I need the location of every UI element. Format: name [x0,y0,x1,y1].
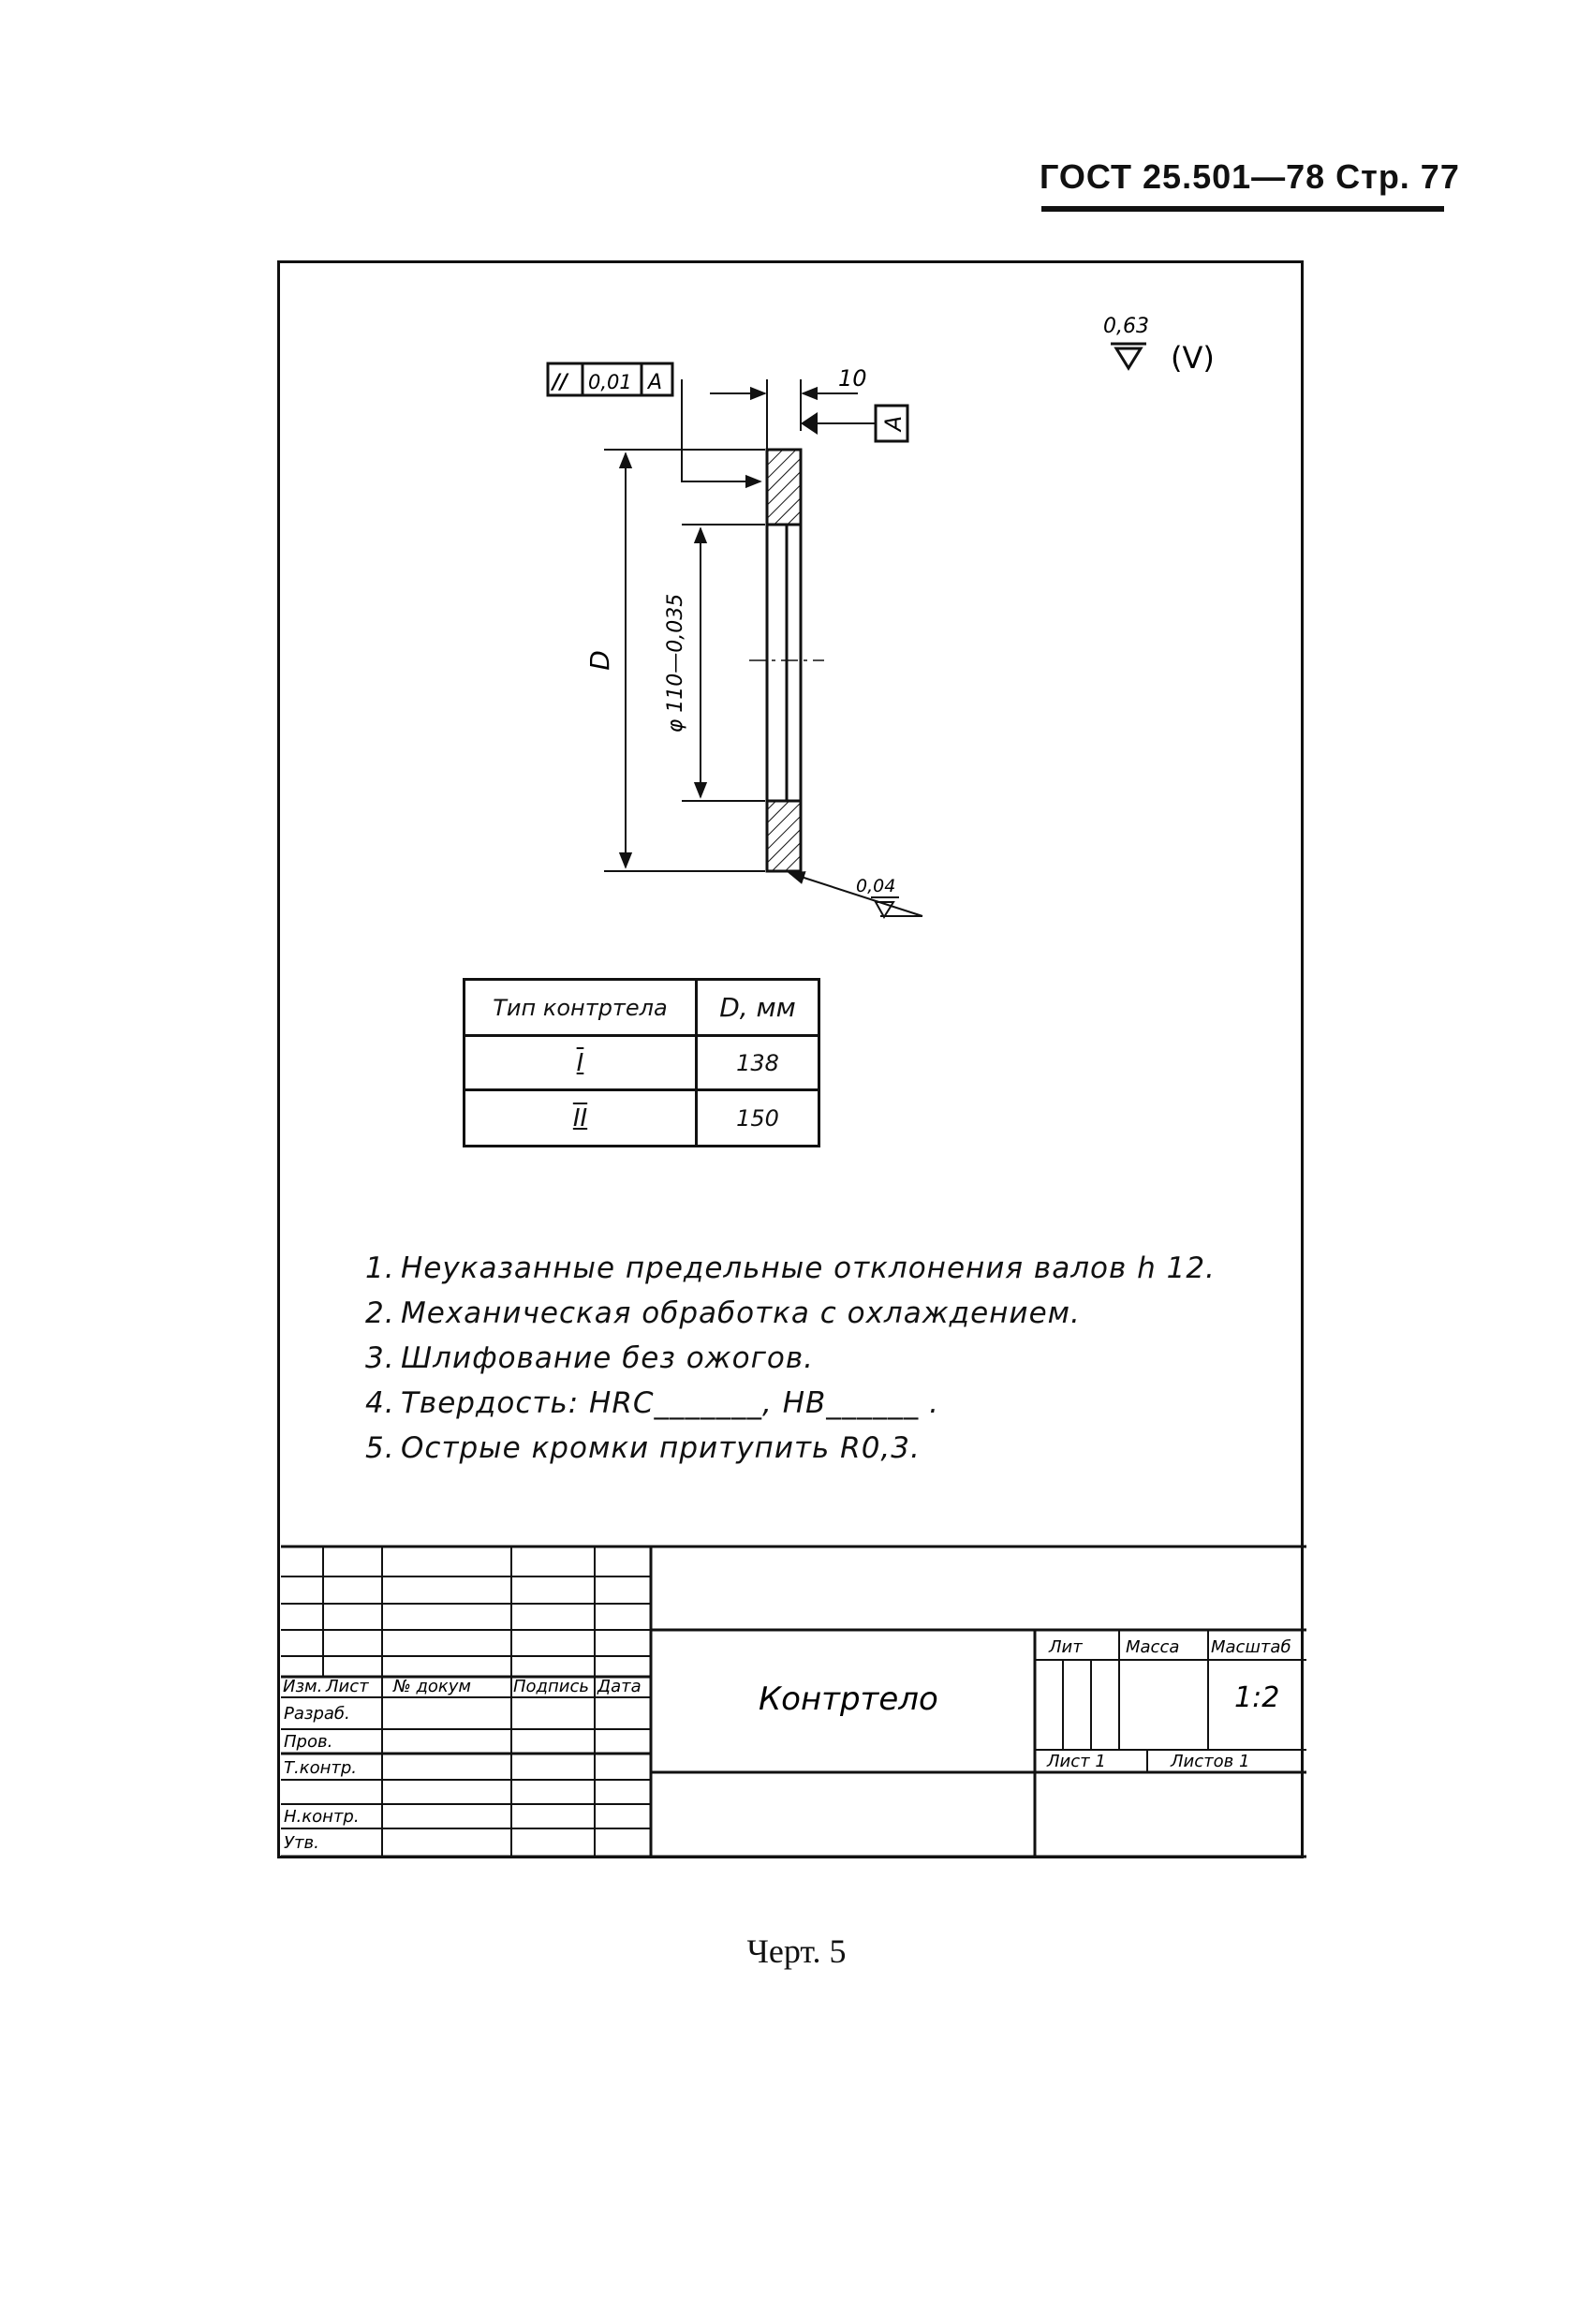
title-block-lines [281,1545,1306,1858]
type-table-row2-type: II [463,1088,698,1147]
note-3: 3.Шлифование без ожогов. [365,1341,814,1375]
figure-caption: Черт. 5 [746,1932,847,1970]
outer-diameter-label: D [584,650,615,671]
type-table-header-d: D, мм [695,978,820,1037]
tb-role-utv: Утв. [284,1833,319,1853]
inner-diameter-dimension: φ 110—0,035 [664,524,765,802]
inner-diameter-label: φ 110—0,035 [664,594,687,733]
tb-sheet: Лист 1 [1046,1752,1106,1771]
tb-role-prov: Пров. [284,1732,332,1752]
title-block-text: Изм. Лист № докум Подпись Дата Разраб. П… [283,1637,1291,1853]
roughness-symbol: 0,63 (V) [1103,315,1215,376]
tb-mass-label: Масса [1126,1637,1179,1657]
note-4: 4.Твердость: HRC_______, HB______ . [365,1386,940,1420]
parallelism-symbol: // [550,371,569,394]
edge-roughness-value: 0,04 [856,876,895,896]
technical-notes: 1.Неуказанные предельные отклонения вало… [365,1246,1216,1471]
datum-letter: A [880,416,907,433]
note-2: 2.Механическая обработка с охлаждением. [365,1296,1081,1330]
tb-role-nkontr: Н.контр. [284,1807,360,1827]
tb-sheets: Листов 1 [1170,1752,1249,1771]
note-5: 5.Острые кромки притупить R0,3. [365,1431,921,1465]
tb-col-list: Лист [325,1677,369,1696]
thickness-value: 10 [838,365,867,392]
type-table-row2-d: 150 [695,1088,820,1147]
type-table-row1-type: I [463,1034,698,1091]
tb-col-sign: Подпись [513,1677,589,1696]
note-1: 1.Неуказанные предельные отклонения вало… [365,1251,1216,1285]
type-table: Тип контртела D, мм I 138 II 150 [463,978,820,1147]
tb-role-tkontr: Т.контр. [284,1758,357,1778]
roughness-value: 0,63 [1103,315,1149,338]
part-name: Контртело [759,1680,938,1718]
roughness-mark: (V) [1171,340,1215,376]
tb-role-razrab: Разраб. [284,1704,350,1724]
type-table-header-type: Тип контртела [463,978,698,1037]
tolerance-frame: // 0,01 A [546,362,762,489]
tb-lit-label: Лит [1048,1637,1083,1657]
tb-scale-label: Масштаб [1211,1637,1291,1657]
thickness-dimension: 10 [710,365,867,450]
tb-col-date: Дата [597,1677,642,1696]
page-header: ГОСТ 25.501—78 Стр. 77 [1040,157,1460,196]
tolerance-datum: A [646,371,662,394]
tb-col-izm: Изм. [283,1677,322,1696]
edge-roughness-symbol: 0,04 [788,871,923,919]
tb-scale-value: 1:2 [1234,1681,1279,1714]
header-rule [1041,206,1444,212]
tb-col-doc: № докум [392,1677,471,1696]
datum-symbol: A [801,404,909,443]
part-section [749,448,824,873]
type-table-row1-d: 138 [695,1034,820,1091]
tolerance-value: 0,01 [588,371,632,393]
outer-diameter-dimension: D [584,449,765,872]
